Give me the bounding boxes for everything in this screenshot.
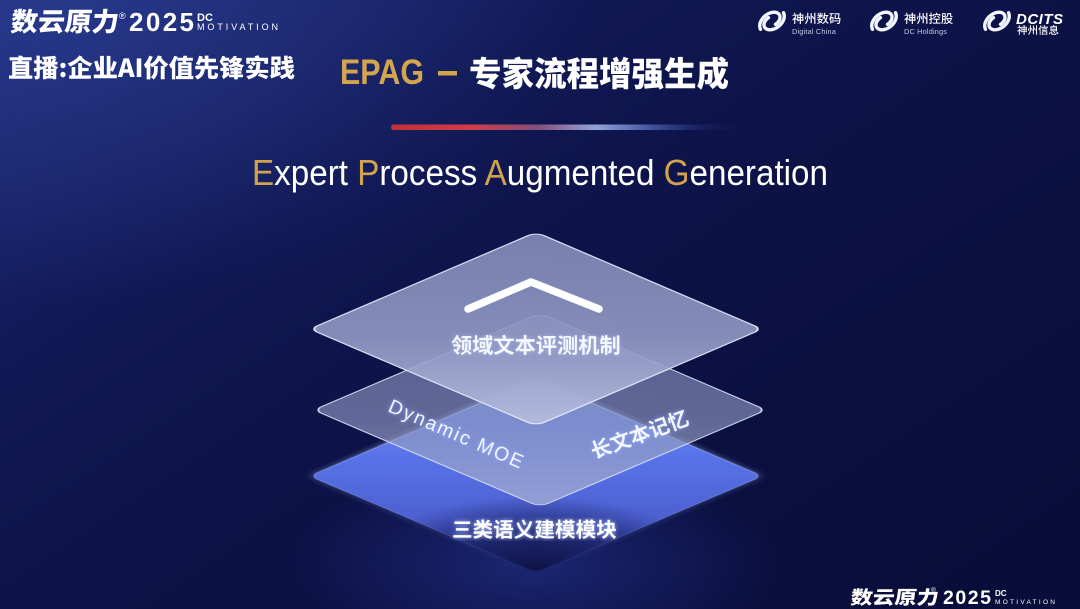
svg-text:DC: DC — [995, 589, 1007, 598]
svg-text:DC Holdings: DC Holdings — [904, 27, 947, 36]
svg-text:®: ® — [119, 11, 126, 21]
svg-text:Digital China: Digital China — [792, 27, 837, 36]
svg-text:2025: 2025 — [943, 587, 991, 609]
svg-text:DCITS: DCITS — [1016, 11, 1064, 28]
svg-text:DC: DC — [197, 12, 213, 24]
svg-text:Expert Process Augmented Gener: Expert Process Augmented Generation — [252, 152, 828, 193]
svg-text:®: ® — [931, 586, 936, 594]
svg-text:EPAG: EPAG — [340, 53, 424, 92]
